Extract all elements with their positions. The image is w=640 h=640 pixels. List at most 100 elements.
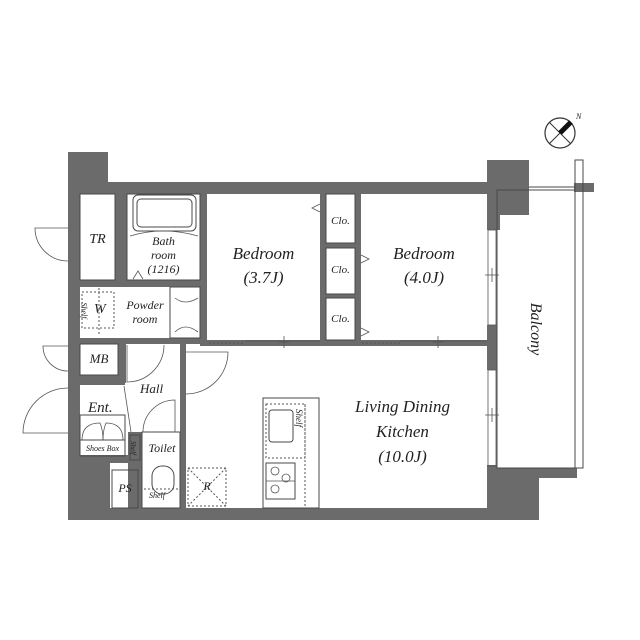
shoes-box-label: Shoes Box [85,444,120,453]
ldk-size: (10.0J) [378,447,427,466]
mb-door [42,345,69,372]
bedroom2-name: Bedroom [393,244,455,263]
powder-room [80,287,200,338]
slider-cross-2 [433,336,443,348]
compass-needle [558,120,573,135]
toilet-room [141,431,181,509]
fridge-space [187,467,227,507]
compass-north-label: N [576,112,582,121]
powder-door [126,344,165,383]
bath-door-marker [132,270,144,280]
toilet-label: Toilet [148,441,176,455]
hall-ldk-wall [180,344,186,510]
tr-room [79,193,116,281]
bedroom-2 [361,194,487,340]
toilet-side-shelf [129,434,141,461]
burner-2 [281,473,291,483]
east-wall-mid [487,325,497,370]
closet3-label: Clo. [331,313,350,325]
bath-label-line1: Bath [152,234,175,248]
toilet-door [142,399,176,433]
hall-label: Hall [140,381,164,396]
tr-label: TR [89,232,106,247]
closet-divider-1 [320,243,361,248]
mb-bottom-wall [80,375,125,385]
bedroom1-size: (3.7J) [243,268,284,287]
closet-1 [325,193,356,244]
bedroom1-name: Bedroom [232,244,295,263]
shoes-box-door-1 [81,422,104,441]
ldk-label: Living Dining Kitchen (10.0J) [320,394,485,469]
mb-room [79,343,119,376]
bath-label: Bath room (1216) [127,234,200,276]
ps-room [111,469,139,509]
bath-step-curve [129,230,199,237]
closet-3-door-marker [360,327,370,337]
fixtures [79,194,499,509]
closet2-label: Clo. [331,264,350,276]
ps-label: PS [118,481,132,495]
south-wall [68,508,498,520]
ldk-room [186,346,487,508]
washer-label: W [94,302,106,317]
balcony-label: Balcony [527,302,544,356]
mb-right-wall [118,338,126,383]
powder-top-wall [80,280,205,287]
closet-wall-left [320,194,326,344]
window-cross-1 [485,268,499,282]
bedroom2-size: (4.0J) [403,268,445,287]
kitchen-counter [262,397,320,509]
closet-divider-2 [320,294,361,298]
ldk-door [185,351,229,395]
closet-wall-right [355,194,361,344]
mb-label: MB [89,351,109,366]
balcony-rail [574,159,584,469]
shoes-box [79,439,126,457]
bedroom2-label: Bedroom (4.0J) [361,242,487,290]
powder-bottom-wall [80,338,205,344]
bath-bedroom-wall [200,194,207,344]
bath-label-line2: room [151,248,176,262]
slider-cross-1 [279,336,289,348]
kitchen-sink [268,409,294,443]
kitchen-shelf-area [265,403,306,459]
toilet-shelf-label: Shelf [149,491,165,500]
entrance [80,385,125,455]
bathtub [132,194,197,232]
bedroom-1 [207,194,320,340]
closet-2-door-marker [360,254,370,264]
sw-block [80,460,110,510]
burner-1 [270,466,280,476]
vanity [169,286,201,339]
interior-walls [80,194,490,510]
powder-line1: Powder [126,298,164,312]
bathtub-inner [136,198,193,228]
room-outlines [79,159,584,509]
powder-label: Powder room [118,298,172,326]
fridge-label: R [203,479,211,493]
window-cross-2 [485,408,499,422]
kitchen-shelf-label: Shelf [294,409,304,427]
entrance-label: Ent. [88,400,113,416]
shoebox-bottom-wall [80,455,130,463]
bedroom-ldk-wall [200,340,490,346]
toilet-bowl [151,465,175,495]
vanity-basin-2 [174,326,199,333]
north-wall [80,182,490,194]
bath-label-line3: (1216) [147,262,180,276]
ldk-line1: Living Dining [355,397,450,416]
powder-line2: room [132,312,158,326]
west-wall [68,152,80,517]
ldk-window [487,369,497,467]
bedroom1-label: Bedroom (3.7J) [207,242,320,290]
closet-2 [325,247,356,295]
bedroom2-window [487,229,497,326]
shoes-box-door-2 [102,422,124,441]
fridge-x-2 [187,467,227,507]
compass [544,117,576,149]
washer-space [81,291,115,329]
tr-door [34,227,69,262]
burner-3 [270,484,280,494]
closet-1-door-marker [311,203,321,213]
closet1-label: Clo. [331,215,350,227]
